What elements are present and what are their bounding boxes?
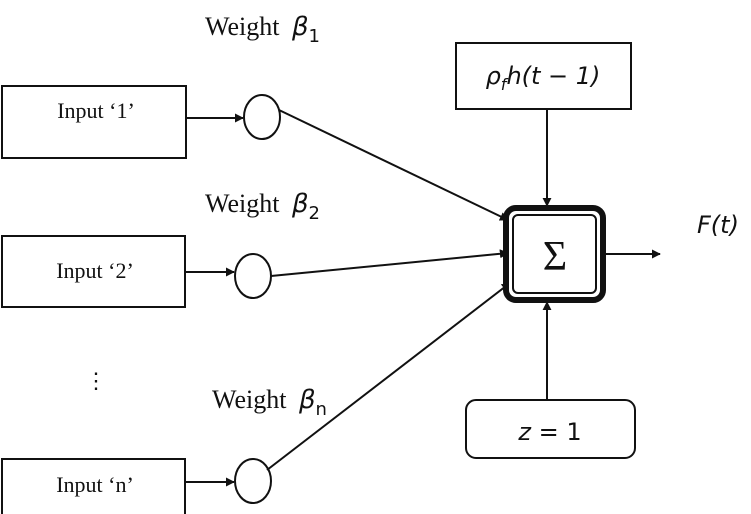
weight-label-1: Weight β1 [205,12,320,47]
bias-label: z = 1 [517,418,581,446]
input-box-n [1,458,186,514]
weighted-arrow-2 [270,249,509,277]
output-label: F(t) [697,211,739,239]
feedback-box [455,42,632,110]
input-box-1 [1,85,187,159]
vertical-ellipsis: ⋮ [85,368,107,393]
weight-node-2 [234,253,272,299]
weighted-arrow-n [266,282,511,471]
bias-box [465,399,636,459]
weight-label-2: Weight β2 [205,189,320,224]
input-label-2: Input ‘2’ [56,258,134,283]
weight-label-n: Weight βn [212,385,327,420]
input-label-n: Input ‘n’ [56,472,134,497]
input-box-2 [1,235,186,308]
summation-node-inner [512,214,597,294]
sigma-symbol: Σ [543,234,567,280]
input-label-1: Input ‘1’ [57,98,135,123]
feedback-label: ρfh(t − 1) [486,62,601,94]
weighted-arrow-1 [278,109,509,221]
weight-node-1 [243,94,281,140]
weight-node-n [234,458,272,504]
